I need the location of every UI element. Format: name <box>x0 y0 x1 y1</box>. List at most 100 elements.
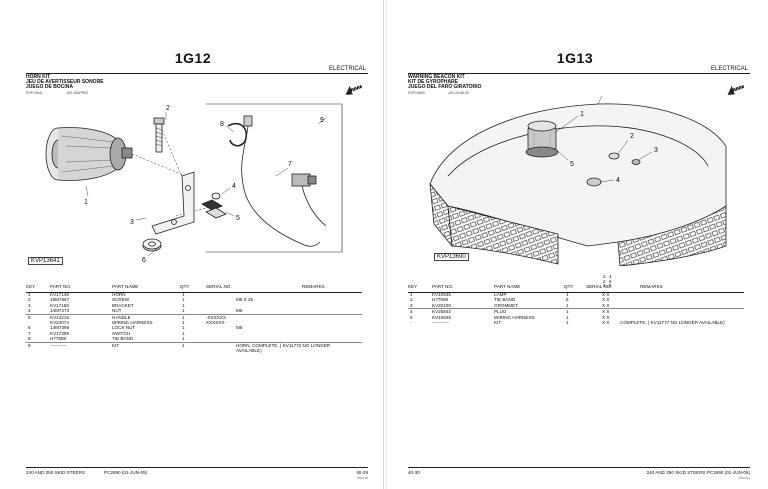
page-sub: PN=710 <box>357 476 368 480</box>
cell-name: TIE BAND <box>112 336 134 342</box>
cell-key: 1 <box>28 292 31 297</box>
cell-qty: 1 <box>182 308 185 314</box>
cell-key: 5 <box>410 314 413 320</box>
cell-key: 4 <box>28 308 31 314</box>
callout-3: 3 <box>130 219 134 226</box>
cell-name: WIRING HARNESS <box>112 319 153 325</box>
cell-key: 2 <box>28 297 31 303</box>
cell-qty: 1 <box>566 292 569 297</box>
cell-name: BRACKET <box>112 302 134 308</box>
cell-x: X X <box>602 292 610 297</box>
section-label: ELECTRICAL <box>328 66 366 72</box>
callout-6: 6 <box>142 257 146 264</box>
table-header-rule <box>408 292 744 293</box>
cell-name: LAMP <box>494 292 507 297</box>
cell-part: KV10946 <box>432 314 451 320</box>
cell-key: 1 <box>410 292 413 297</box>
kit-codes: KVP13641 -UN-15APR02 <box>26 91 110 95</box>
figure-label: KVP13641 <box>28 257 63 265</box>
page-gutter <box>383 0 384 489</box>
kit-title-en: WARNING BEACON KIT <box>408 74 465 80</box>
footer-title: 240 AND 250 SKID STEERS <box>26 470 85 475</box>
col-part-name: PART NAME <box>494 284 521 289</box>
callout-3: 3 <box>654 147 658 154</box>
page-number: 40-30 <box>408 470 420 475</box>
cell-key: 2 <box>410 297 413 303</box>
page-gutter-shadow <box>386 0 387 489</box>
kit-date-code: -UN-24JUL02 <box>447 91 470 95</box>
kit-codes: KVP13690 -UN-24JUL02 <box>408 91 491 95</box>
kit-title-block: HORN KIT JEU DE AVERTISSEUR SONORE JUEGO… <box>26 74 104 91</box>
direction-arrow-icon <box>345 83 363 95</box>
callout-1: 1 <box>84 199 88 206</box>
callout-9: 9 <box>320 117 324 124</box>
callout-2: 2 <box>166 105 170 112</box>
cell-qty: 1 <box>182 297 185 303</box>
kit-title-fr: JEU DE AVERTISSEUR SONORE <box>26 79 104 86</box>
callout-2: 2 <box>630 133 634 140</box>
cell-key: - <box>410 319 412 325</box>
cell-remarks: HORN, COMPLETE, ( KV11772 NO LONGER <box>236 342 331 348</box>
table-row: 1 KV10945 LAMP 1 X X <box>408 292 744 297</box>
cell-qty: 1 <box>182 325 185 331</box>
cell-name: NUT <box>112 308 122 314</box>
col-model-b: 4 5 5 <box>609 274 612 289</box>
cell-qty: 1 <box>182 330 185 336</box>
cell-qty: 1 <box>182 342 185 348</box>
callout-8: 8 <box>220 121 224 128</box>
cell-x: X X <box>602 309 610 315</box>
cell-part: KV24074 <box>50 319 69 325</box>
page-number: 40-29 <box>356 470 368 475</box>
col-remarks: REMARKS <box>302 284 325 289</box>
cell-key: 4 <box>410 309 413 315</box>
beacon-kit-diagram: 1 2 3 4 5 <box>429 96 727 266</box>
cell-qty: 1 <box>566 314 569 320</box>
kit-code: KVP13690 <box>408 91 425 95</box>
cell-name: KIT <box>112 342 120 348</box>
col-qty: QTY <box>564 284 574 289</box>
cell-name: GROMMET <box>494 302 518 308</box>
cell-serial: XXXXXX- <box>206 319 226 325</box>
cell-name: LOCK NUT <box>112 325 136 331</box>
cell-key: 5 <box>28 314 31 320</box>
col-serial-no: SERIAL NO. <box>586 284 612 289</box>
cell-key: 8 <box>28 336 31 342</box>
cell-part: KV17150 <box>50 302 69 308</box>
page-code: 1G12 <box>174 50 212 66</box>
direction-arrow-icon <box>727 83 745 95</box>
table-header: KEY PART NO. PART NAME QTY SERIAL NO. 2 … <box>408 274 744 292</box>
cell-name: TIE BAND <box>494 297 516 303</box>
callout-4: 4 <box>616 177 620 184</box>
cell-x: X X <box>602 319 610 325</box>
cell-key: 3 <box>410 302 413 308</box>
left-catalog-page: 1G12 ELECTRICAL HORN KIT JEU DE AVERTISS… <box>12 0 374 489</box>
cell-qty: 1 <box>182 302 185 308</box>
cell-remarks: M8 X 25 <box>236 297 254 303</box>
col-qty: QTY <box>180 284 190 289</box>
col-remarks: REMARKS <box>640 284 663 289</box>
col-part-no: PART NO. <box>432 284 454 289</box>
cell-key: 9 <box>28 342 31 348</box>
cell-part: KV20100 <box>432 302 451 308</box>
cell-part: 14M7273 <box>50 308 70 314</box>
cell-qty: 1 <box>182 336 185 342</box>
page-sub: PN=711 <box>739 476 750 480</box>
col-key: KEY <box>26 284 36 289</box>
cell-part: KV10945 <box>432 292 451 297</box>
cell-name: PLUG <box>494 309 507 315</box>
